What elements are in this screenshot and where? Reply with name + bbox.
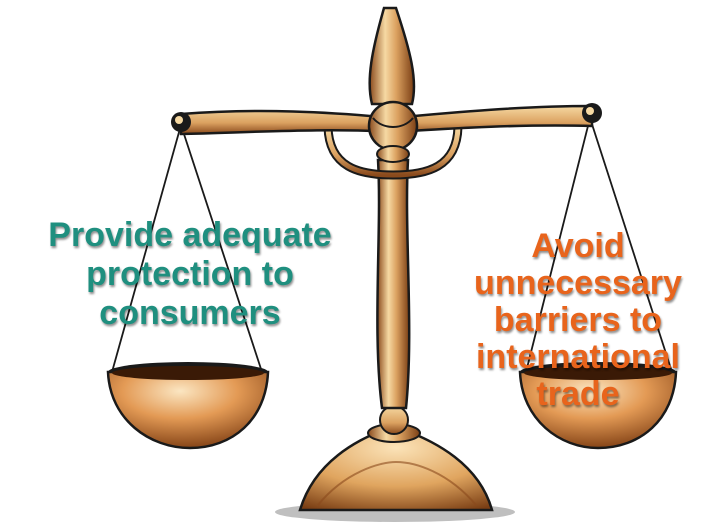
right-text-line: Avoid [531, 227, 625, 265]
right-text-line: unnecessary [474, 264, 682, 302]
left-text-line: consumers [99, 294, 281, 332]
left-text-line: protection to [86, 255, 294, 293]
left-text-line: Provide adequate [48, 216, 332, 254]
right-pan-text: Avoid unnecessary barriers to internatio… [452, 228, 704, 413]
left-pan-text: Provide adequate protection to consumers [20, 216, 360, 333]
right-text-line: trade [536, 375, 620, 413]
right-text-line: international [475, 338, 681, 376]
right-text-line: barriers to [493, 301, 663, 339]
